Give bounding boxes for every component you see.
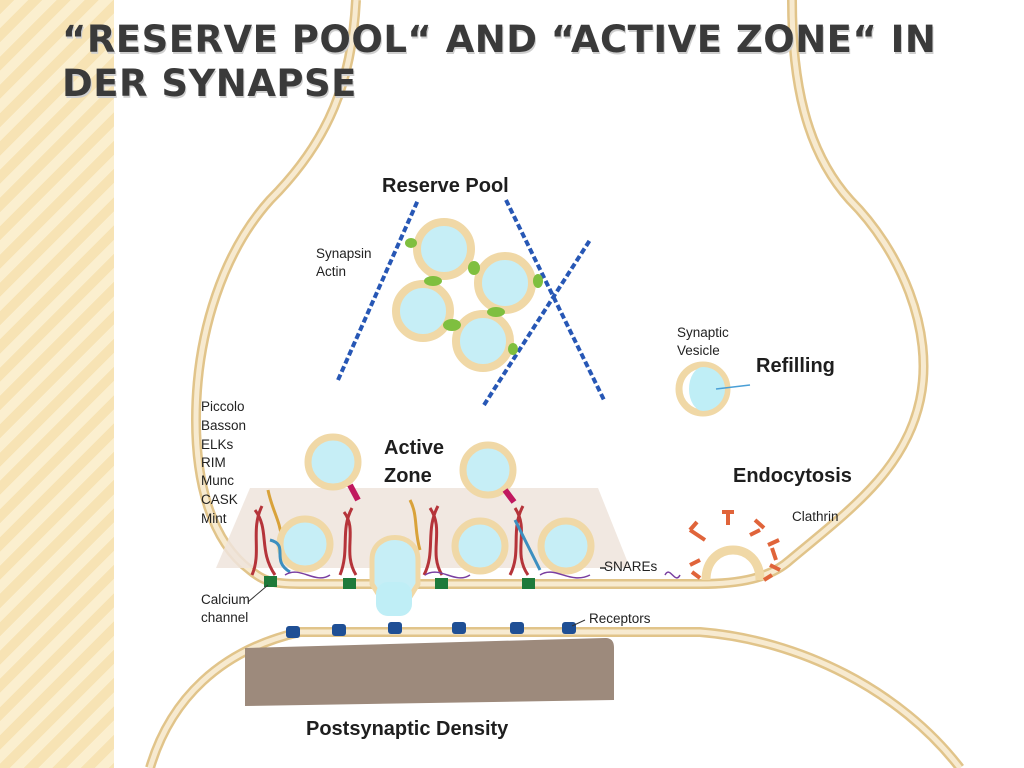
actin-label: Actin	[316, 264, 346, 279]
vesicle-label: Vesicle	[677, 343, 720, 358]
vesicle	[474, 252, 536, 314]
slide-title: “Reserve Pool“ and “Active Zone“ in der …	[62, 18, 937, 105]
receptors-label: Receptors	[589, 611, 651, 626]
calcium-channels	[264, 576, 535, 589]
clathrin-label: Clathrin	[792, 509, 839, 524]
clathrin-triskelia	[688, 510, 781, 582]
decorative-stripe	[0, 0, 114, 768]
snares-label: SNAREs	[604, 559, 658, 574]
snare-proteins	[284, 567, 681, 579]
refilling-heading: Refilling	[756, 355, 835, 377]
endocytosis-heading: Endocytosis	[733, 465, 852, 487]
synapsin-proteins	[405, 238, 543, 355]
cask-label: CASK	[201, 492, 238, 507]
receptors	[286, 622, 576, 638]
synapsin-label: Synapsin	[316, 246, 372, 261]
munc-label: Munc	[201, 473, 234, 488]
reserve-pool-heading: Reserve Pool	[382, 175, 509, 197]
elks-label: ELKs	[201, 437, 234, 452]
active-heading: Active	[384, 437, 444, 459]
zone-heading: Zone	[384, 465, 432, 487]
vesicle	[392, 280, 454, 342]
piccolo-label: Piccolo	[201, 399, 245, 414]
basson-label: Basson	[201, 418, 246, 433]
rim-label: RIM	[201, 455, 226, 470]
vesicle	[452, 310, 514, 372]
calcium-label: Calcium	[201, 592, 250, 607]
actin-filaments	[336, 199, 606, 407]
mint-label: Mint	[201, 511, 227, 526]
synaptic-label: Synaptic	[677, 325, 729, 340]
docked-vesicles	[276, 515, 595, 575]
postsynaptic-density	[245, 638, 614, 706]
refilling-arrow	[715, 384, 751, 390]
tethered-vesicles	[304, 433, 517, 499]
reserve-pool-vesicles	[392, 218, 536, 372]
channel-label: channel	[201, 610, 248, 625]
vesicle	[413, 218, 475, 280]
receptor-leader	[571, 619, 586, 627]
postsynaptic-density-heading: Postsynaptic Density	[306, 718, 509, 740]
endocytosis-pit	[701, 545, 765, 581]
calcium-leader	[247, 584, 269, 603]
scaffold-proteins	[250, 505, 542, 576]
